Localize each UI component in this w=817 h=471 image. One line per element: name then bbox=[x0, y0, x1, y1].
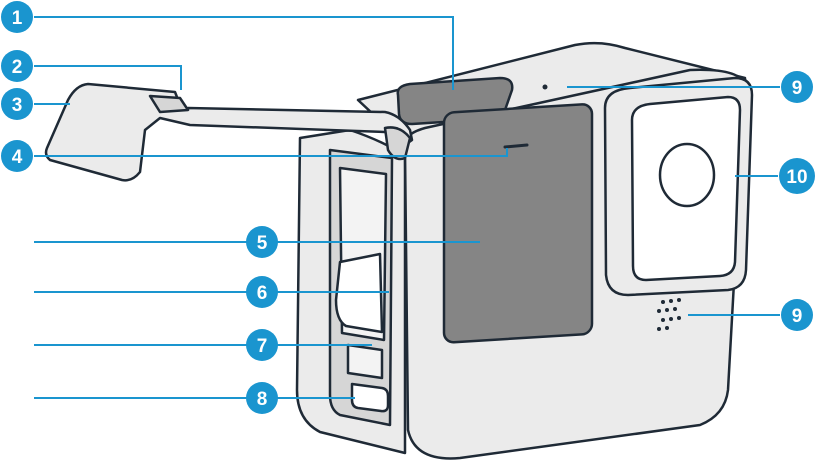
callout-line-1 bbox=[34, 16, 454, 90]
callout-line-4 bbox=[34, 148, 508, 157]
door-latch-shape bbox=[148, 94, 190, 114]
svg-text:9: 9 bbox=[792, 306, 803, 327]
callout-badge-top-microphone: 9 bbox=[781, 71, 813, 103]
svg-text:2: 2 bbox=[12, 57, 23, 78]
callout-badge-door: 3 bbox=[1, 88, 33, 120]
callout-badge-lens: 10 bbox=[779, 158, 815, 194]
camera-illustration bbox=[44, 41, 754, 460]
lens-glass bbox=[658, 142, 716, 208]
svg-text:7: 7 bbox=[257, 336, 268, 357]
callout-badge-battery: 6 bbox=[246, 276, 278, 308]
svg-text:5: 5 bbox=[257, 233, 268, 254]
callout-badge-status-light: 4 bbox=[1, 140, 33, 172]
callout-badge-shutter-button: 1 bbox=[1, 1, 33, 33]
callout-badge-front-screen: 5 bbox=[246, 226, 278, 258]
microsd-slot-shape bbox=[346, 343, 384, 380]
callout-badge-usb-c-port: 8 bbox=[246, 382, 278, 414]
callout-badge-door-latch: 2 bbox=[1, 50, 33, 82]
usb-c-port-shape bbox=[350, 382, 390, 413]
svg-text:9: 9 bbox=[792, 78, 803, 99]
svg-text:3: 3 bbox=[12, 95, 23, 116]
front-screen-shape bbox=[442, 103, 594, 344]
svg-text:4: 4 bbox=[12, 147, 23, 168]
top-microphone-hole bbox=[542, 84, 548, 90]
svg-text:6: 6 bbox=[257, 283, 268, 304]
front-microphone-holes bbox=[657, 298, 681, 331]
svg-text:10: 10 bbox=[786, 167, 807, 188]
door-hinge bbox=[383, 126, 412, 161]
callout-line-2 bbox=[34, 65, 182, 90]
status-light-shape bbox=[503, 143, 529, 149]
svg-text:1: 1 bbox=[12, 8, 23, 29]
callout-badge-microsd-slot: 7 bbox=[246, 329, 278, 361]
svg-text:8: 8 bbox=[257, 389, 268, 410]
callout-badge-front-microphone: 9 bbox=[781, 299, 813, 331]
